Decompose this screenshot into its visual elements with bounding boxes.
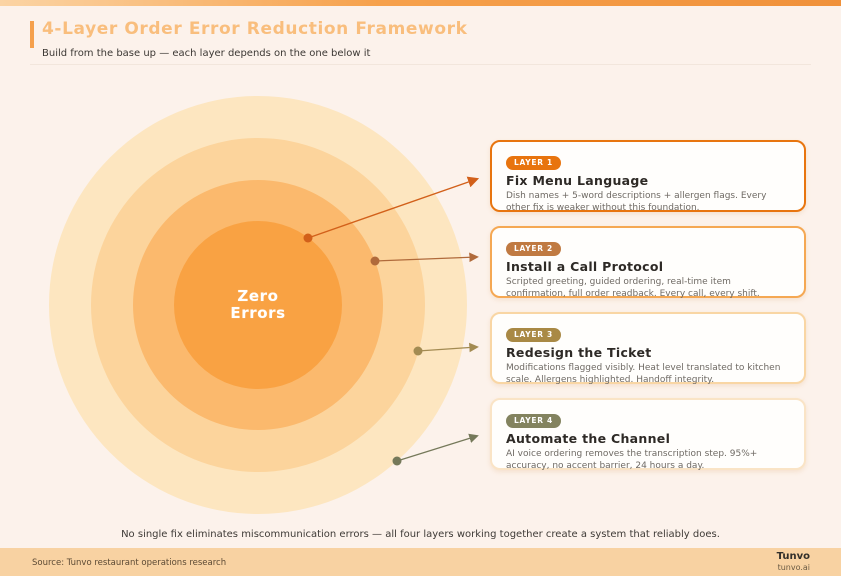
layer-card-2: LAYER 2 Install a Call Protocol Scripted… xyxy=(490,226,806,300)
header-divider xyxy=(30,64,811,65)
connector-line-layer-4 xyxy=(396,433,479,462)
top-gradient-bar xyxy=(0,0,841,6)
layer-card-4: LAYER 4 Automate the Channel AI voice or… xyxy=(490,398,806,472)
layer-badge-2: LAYER 2 xyxy=(506,242,561,256)
connector-dot-layer-1 xyxy=(303,233,313,243)
connector-dot-layer-4 xyxy=(392,456,402,466)
center-goal-label: Zero Errors xyxy=(178,287,338,323)
layer-description-1: Dish names + 5-word descriptions + aller… xyxy=(506,191,767,214)
layer-description-2: Scripted greeting, guided ordering, real… xyxy=(506,277,760,300)
ring-layer-1 xyxy=(174,221,342,389)
connector-line-layer-1 xyxy=(307,176,480,239)
footer-bar xyxy=(0,548,841,576)
layer-badge-3: LAYER 3 xyxy=(506,328,561,342)
layer-description-4: AI voice ordering removes the transcript… xyxy=(506,449,758,472)
layer-badge-4: LAYER 4 xyxy=(506,414,561,428)
connector-line-layer-3 xyxy=(417,342,479,353)
layer-title-1: Fix Menu Language xyxy=(506,173,649,188)
layer-title-3: Redesign the Ticket xyxy=(506,345,652,360)
layer-title-4: Automate the Channel xyxy=(506,431,671,446)
connector-dot-layer-2 xyxy=(370,256,380,266)
center-goal-line2: Errors xyxy=(230,304,286,323)
layer-card-3: LAYER 3 Redesign the Ticket Modification… xyxy=(490,312,806,386)
connector-line-layer-2 xyxy=(374,252,479,263)
footer-brand-block: Tunvo tunvo.ai xyxy=(777,551,810,572)
page-subtitle: Build from the base up — each layer depe… xyxy=(42,48,371,59)
layer-description-3: Modifications flagged visibly. Heat leve… xyxy=(506,363,781,386)
layer-badge-1: LAYER 1 xyxy=(506,156,561,170)
connector-dot-layer-3 xyxy=(413,346,423,356)
footer-source: Source: Tunvo restaurant operations rese… xyxy=(32,558,227,568)
footer-brand-domain: tunvo.ai xyxy=(777,563,810,572)
layer-card-1: LAYER 1 Fix Menu Language Dish names + 5… xyxy=(490,140,806,214)
bottom-note: No single fix eliminates miscommunicatio… xyxy=(121,529,720,540)
footer-brand: Tunvo xyxy=(776,551,810,562)
layer-title-2: Install a Call Protocol xyxy=(506,259,664,274)
header-accent-bar xyxy=(30,21,34,48)
page-title: 4-Layer Order Error Reduction Framework xyxy=(42,19,468,39)
center-goal-line1: Zero xyxy=(237,287,279,305)
